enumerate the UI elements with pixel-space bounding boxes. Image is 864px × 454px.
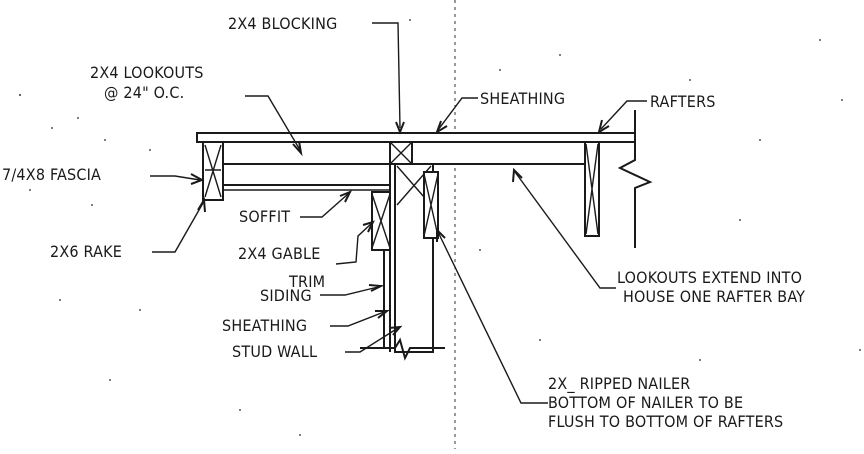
label-nailer-flush: FLUSH TO BOTTOM OF RAFTERS [548, 412, 783, 431]
label-gable-trim: TRIM [288, 272, 325, 291]
label-siding: SIDING [260, 286, 312, 305]
rafter-break-line [617, 110, 653, 248]
gable-trim-hatch [371, 193, 391, 249]
label-ripped-nailer: 2X_ RIPPED NAILER [548, 374, 691, 394]
roof-sheathing [196, 132, 636, 143]
label-lookouts-spacing: @ 24" O.C. [104, 83, 184, 102]
label-2x4-gable: 2X4 GABLE [238, 244, 321, 263]
label-nailer-bottom: BOTTOM OF NAILER TO BE [548, 393, 743, 412]
label-sheathing-wall: SHEATHING [222, 316, 307, 335]
label-2x4-lookouts: 2X4 LOOKOUTS [90, 63, 204, 82]
label-2x6-rake: 2X6 RAKE [50, 242, 122, 261]
wall-break-line [360, 337, 445, 361]
label-2x4-blocking: 2X4 BLOCKING [228, 14, 337, 33]
label-lookouts-extend-1: LOOKOUTS EXTEND INTO [617, 268, 802, 287]
label-sheathing-roof: SHEATHING [480, 89, 565, 108]
label-soffit: SOFFIT [239, 207, 290, 226]
leader-lines [150, 22, 647, 404]
label-rafters: RAFTERS [650, 92, 716, 111]
blocking-hatch [389, 141, 413, 165]
fascia-hatch [204, 144, 222, 198]
ripped-nailer-hatch [423, 173, 439, 237]
scan-specks [18, 19, 861, 436]
rafter-hatch [585, 143, 599, 235]
label-fascia: 7/4X8 FASCIA [2, 165, 101, 184]
label-stud-wall: STUD WALL [232, 342, 317, 361]
label-lookouts-extend-2: HOUSE ONE RAFTER BAY [623, 287, 805, 306]
